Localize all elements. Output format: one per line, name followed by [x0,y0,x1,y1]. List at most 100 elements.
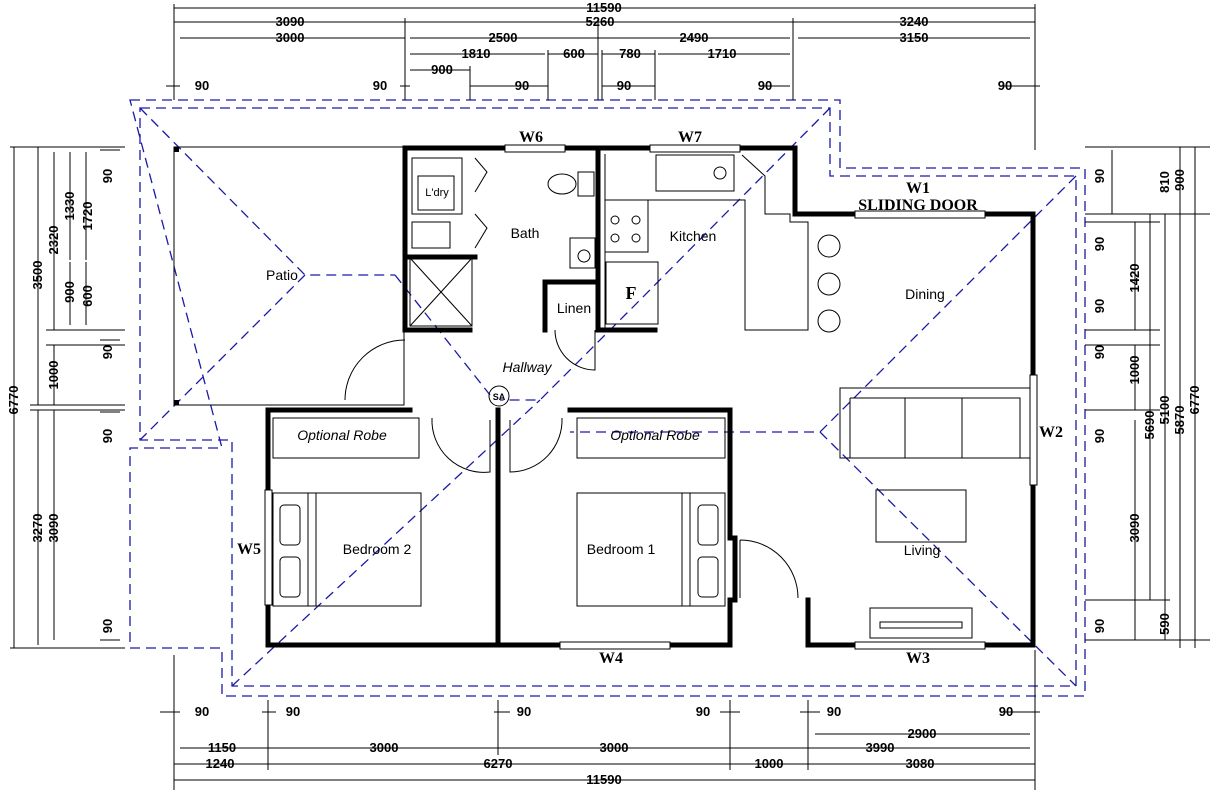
dim-bot-r1-3: 90 [517,704,531,719]
dim-bot-r4-2: 6270 [484,756,513,771]
laundry-tub [411,221,451,249]
dim-right-outer: 6770 [1187,386,1202,415]
label-linen: Linen [557,300,591,316]
dim-bot-r1-4: 90 [696,704,710,719]
window-labels: W1 SLIDING DOOR W2 W3 W4 W5 W6 W7 [237,129,1063,667]
dim-top-r4-3: 780 [619,46,641,61]
bed-bedroom2 [272,492,422,607]
dim-right-small-5: 90 [1092,429,1107,443]
dim-bot-r4-3: 1000 [755,756,784,771]
dim-top-r2-3: 3240 [900,14,929,29]
window-w7 [649,144,741,153]
dim-top-r6-5: 90 [758,78,772,93]
fridge [605,261,659,325]
label-patio: Patio [266,267,298,283]
dim-left-small-3: 90 [100,429,115,443]
toilet [547,173,577,195]
dim-top-r3-3: 2490 [680,30,709,45]
dim-bot-overall: 11590 [586,772,621,787]
windows [264,144,1038,650]
label-bath: Bath [511,225,540,241]
dim-bot-r1-1: 90 [195,704,209,719]
kitchen-sink [655,154,735,192]
label-w2: W2 [1039,424,1063,441]
dim-right-small-6: 90 [1092,619,1107,633]
dim-bot-r1-6: 90 [999,704,1013,719]
label-w5: W5 [237,541,261,558]
window-w2 [1029,374,1038,486]
window-w3 [854,641,986,650]
dim-right-mid-1: 5870 [1172,406,1187,435]
dim-right-inner-6: 590 [1157,613,1172,635]
dim-left-mid-2: 3270 [30,514,45,543]
robe-left [272,417,420,459]
dimension-text: 11590 3090 5260 3240 3000 2500 2490 3150… [6,0,1202,787]
dim-right-small-4: 90 [1092,345,1107,359]
laundry-machine [411,157,463,215]
dim-bot-r3-2: 3000 [370,740,399,755]
dim-bot-r3-1: 1150 [208,740,236,755]
dim-right-small-1: 90 [1092,169,1107,183]
bed-bedroom1 [576,492,726,607]
label-w1: W1 [906,180,930,197]
dim-bot-r3-4: 3990 [866,740,895,755]
sofa [839,387,1031,459]
window-w6 [504,144,566,153]
dim-top-r3-1: 3000 [276,30,305,45]
label-kitchen: Kitchen [670,228,717,244]
window-w4 [559,641,671,650]
dim-left-small-1: 90 [100,169,115,183]
dim-left-inner-3: 3090 [46,514,61,543]
label-sliding-door: SLIDING DOOR [858,197,978,214]
dim-bot-r1-5: 90 [827,704,841,719]
dimension-lines [10,4,1210,790]
dim-left-small-4: 90 [100,619,115,633]
dim-top-r4-4: 1710 [708,46,737,61]
walls [265,145,1036,648]
dim-left-inner2-2: 900 [62,281,77,303]
dim-right-inner-3: 1420 [1127,264,1142,293]
label-w3: W3 [906,650,930,667]
dim-left-inner2-3: 600 [80,285,95,307]
dim-right-inner-2: 810 [1157,171,1172,193]
dim-left-inner-1: 2320 [46,226,61,255]
dim-bot-r4-4: 3080 [906,756,935,771]
label-robe-left: Optional Robe [297,427,387,443]
hot-water [569,237,596,269]
dim-top-r5-1: 900 [431,62,453,77]
label-hallway: Hallway [502,359,552,375]
dim-left-inner-2: 1000 [46,361,61,390]
dim-left-mid-1: 3500 [30,261,45,290]
dim-top-r6-6: 90 [998,78,1012,93]
dim-bot-r1-2: 90 [286,704,300,719]
label-dining: Dining [905,286,945,302]
shower [409,257,473,327]
dim-right-mid-3: 5690 [1142,411,1157,440]
label-w6: W6 [519,129,543,146]
label-living: Living [904,542,941,558]
fixtures [272,154,1031,639]
dim-top-r3-2: 2500 [489,30,518,45]
dim-top-r6-1: 90 [195,78,209,93]
label-bedroom1: Bedroom 1 [587,541,656,557]
window-w1 [854,210,986,219]
dim-top-r4-1: 1810 [462,46,491,61]
dim-left-small-2: 90 [100,345,115,359]
dim-top-r4-2: 600 [563,46,585,61]
label-bedroom2: Bedroom 2 [343,541,412,557]
tv-unit [869,607,973,639]
dim-bot-r3-3: 3000 [600,740,629,755]
dim-top-r2-1: 3090 [276,14,305,29]
coffee-table [875,489,967,543]
label-w4: W4 [599,650,623,667]
label-smoke-alarm: SA [493,392,506,402]
dim-top-r6-3: 90 [515,78,529,93]
smoke-alarm-icon [488,385,510,407]
label-robe-right: Optional Robe [610,427,700,443]
dim-top-r6-4: 90 [617,78,631,93]
dim-top-r3-4: 3150 [900,30,929,45]
dim-left-inner2-4: 1720 [80,202,95,231]
dim-top-r6-2: 90 [373,78,387,93]
